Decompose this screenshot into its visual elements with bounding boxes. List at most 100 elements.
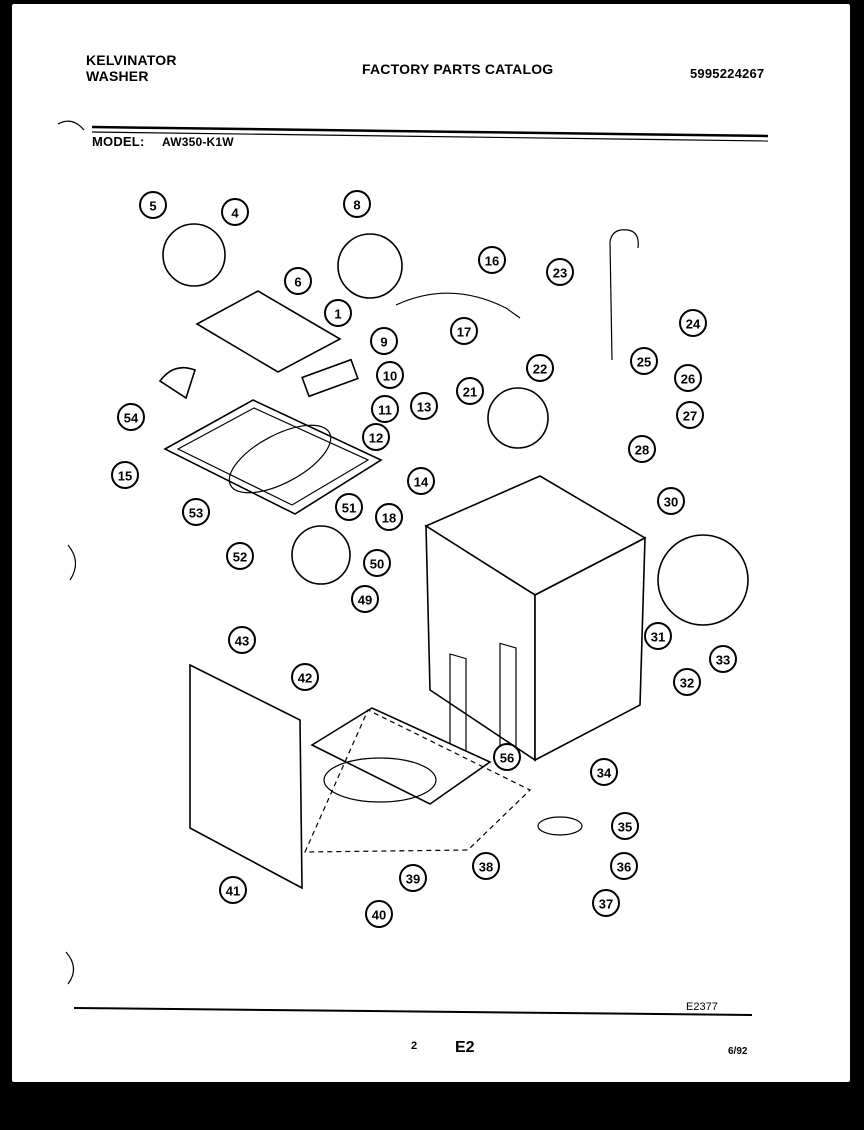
callout-number: 10	[383, 369, 397, 384]
callout-circle	[228, 626, 256, 654]
callout-circle	[365, 900, 393, 928]
callout-number: 27	[683, 409, 697, 424]
callout-circle	[450, 317, 478, 345]
callout-circle	[371, 395, 399, 423]
callout-53: 53	[182, 498, 210, 526]
callout-51: 51	[335, 493, 363, 521]
callout-number: 30	[664, 495, 678, 510]
callout-circle	[673, 668, 701, 696]
tub-opening	[228, 424, 332, 494]
callout-circle	[456, 377, 484, 405]
callout-circle	[291, 663, 319, 691]
binder-hole-mark	[65, 951, 75, 985]
callout-28: 28	[628, 435, 656, 463]
callout-circle	[226, 542, 254, 570]
callout-circle	[343, 190, 371, 218]
callout-number: 12	[369, 431, 383, 446]
base-frame	[310, 707, 492, 805]
detail-circle-hinge	[337, 233, 403, 299]
callout-circle	[472, 852, 500, 880]
lid-hinge	[301, 358, 359, 398]
binder-hole-mark	[67, 544, 77, 581]
callout-number: 33	[716, 653, 730, 668]
callout-number: 35	[618, 820, 632, 835]
callout-circle	[363, 549, 391, 577]
callout-54: 54	[117, 403, 145, 431]
callout-number: 8	[353, 198, 360, 213]
callout-number: 40	[372, 908, 386, 923]
callout-circle	[610, 852, 638, 880]
callout-circle	[630, 347, 658, 375]
washer-lid	[195, 290, 342, 373]
footer-rule	[73, 1007, 753, 1016]
callout-22: 22	[526, 354, 554, 382]
callout-number: 11	[378, 403, 392, 418]
top-panel-inner-edge	[176, 407, 370, 506]
section-code: E2	[455, 1039, 475, 1056]
detail-circle-lid-pin	[162, 223, 226, 287]
callout-number: 31	[651, 630, 665, 645]
callout-circle	[546, 258, 574, 286]
callout-30: 30	[657, 487, 685, 515]
callout-circle	[410, 392, 438, 420]
callout-circle	[674, 364, 702, 392]
callout-25: 25	[630, 347, 658, 375]
callout-24: 24	[679, 309, 707, 337]
callout-number: 16	[485, 254, 499, 269]
callout-circle	[370, 327, 398, 355]
callout-circle	[117, 403, 145, 431]
callout-number: 28	[635, 443, 649, 458]
callout-circle	[139, 191, 167, 219]
callout-number: 39	[406, 872, 420, 887]
callout-number: 38	[479, 860, 493, 875]
callout-4: 4	[221, 198, 249, 226]
callout-12: 12	[362, 423, 390, 451]
callout-40: 40	[365, 900, 393, 928]
callout-circle	[628, 435, 656, 463]
callout-number: 32	[680, 676, 694, 691]
callout-number: 53	[189, 506, 203, 521]
callout-10: 10	[376, 361, 404, 389]
callout-number: 54	[124, 411, 139, 426]
callout-number: 22	[533, 362, 547, 377]
callout-number: 41	[226, 884, 240, 899]
callout-21: 21	[456, 377, 484, 405]
callout-number: 36	[617, 860, 631, 875]
callout-number: 15	[118, 469, 132, 484]
callout-number: 21	[463, 385, 477, 400]
detail-circle-timer	[657, 534, 749, 626]
callout-circle	[644, 622, 672, 650]
callout-circle	[709, 645, 737, 673]
callout-circle	[590, 758, 618, 786]
callout-number: 50	[370, 557, 384, 572]
callout-36: 36	[610, 852, 638, 880]
catalog-title: FACTORY PARTS CATALOG	[362, 61, 554, 77]
callout-layer: 1456891011121314151617182122232425262728…	[111, 190, 737, 928]
snubber-ring	[537, 816, 583, 836]
callout-circle	[284, 267, 312, 295]
callout-circle	[221, 198, 249, 226]
callout-31: 31	[644, 622, 672, 650]
callout-circle	[526, 354, 554, 382]
callout-circle	[362, 423, 390, 451]
callout-number: 6	[294, 275, 301, 290]
cabinet-front-panel	[534, 536, 646, 762]
callout-number: 52	[233, 550, 247, 565]
callout-37: 37	[592, 889, 620, 917]
lid-bumper	[158, 366, 196, 400]
callout-6: 6	[284, 267, 312, 295]
callout-circle	[351, 585, 379, 613]
callout-circle	[407, 467, 435, 495]
base-outline-dashed	[304, 709, 532, 853]
revision-date: 6/92	[728, 1046, 748, 1057]
callout-number: 34	[597, 766, 612, 781]
callout-circle	[493, 743, 521, 771]
callout-56: 56	[493, 743, 521, 771]
callout-number: 42	[298, 671, 312, 686]
callout-number: 25	[637, 355, 651, 370]
callout-38: 38	[472, 852, 500, 880]
callout-circle	[335, 493, 363, 521]
callout-number: 14	[414, 475, 429, 490]
callout-23: 23	[546, 258, 574, 286]
